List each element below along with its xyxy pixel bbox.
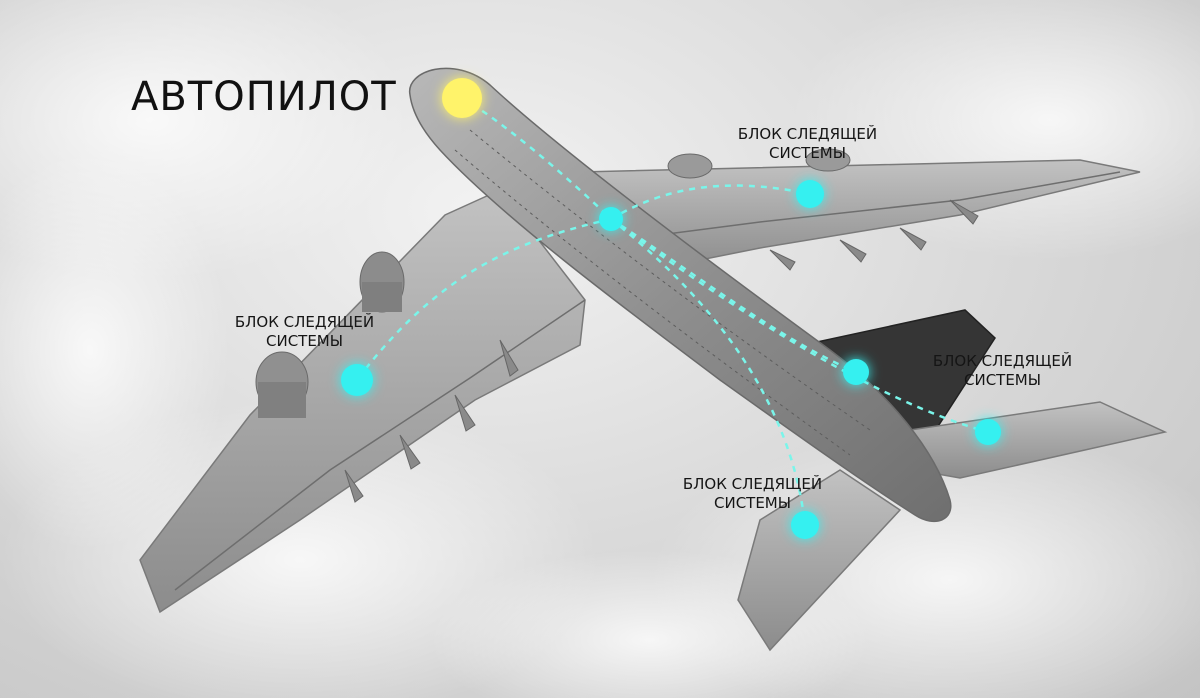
right-engines: [667, 148, 851, 179]
link-hub-tail: [610, 217, 857, 374]
servo-label-line1: БЛОК СЛЕДЯЩЕЙ: [737, 125, 878, 143]
hub-node: [599, 207, 623, 231]
left-wing: [139, 189, 586, 614]
servo-label-line2: СИСТЕМЫ: [714, 493, 791, 512]
servo-node-stabilizer: [975, 419, 1001, 445]
servo-label-line2: СИСТЕМЫ: [964, 370, 1041, 389]
left-stabilizer: [737, 469, 902, 652]
servo-label-line1: БЛОК СЛЕДЯЩЕЙ: [932, 352, 1073, 370]
servo-label-line1: БЛОК СЛЕДЯЩЕЙ: [682, 475, 823, 493]
servo-node-lower-stabilizer: [791, 511, 819, 539]
autopilot-node: [442, 78, 482, 118]
servo-label-line1: БЛОК СЛЕДЯЩЕЙ: [234, 313, 375, 331]
link-hub-right-wing: [610, 184, 811, 221]
servo-label-stabilizer: БЛОК СЛЕДЯЩЕЙ СИСТЕМЫ: [670, 475, 835, 513]
link-hub-lower-stabilizer: [610, 218, 807, 526]
servo-label-tail: БЛОК СЛЕДЯЩЕЙ СИСТЕМЫ: [920, 352, 1085, 390]
autopilot-label: АВТОПИЛОТ: [131, 74, 397, 120]
servo-label-right-wing: БЛОК СЛЕДЯЩЕЙ СИСТЕМЫ: [725, 125, 890, 163]
aircraft: [139, 67, 1168, 652]
nodes: [341, 78, 1001, 539]
servo-node-left-wing: [341, 364, 373, 396]
left-engines: [255, 251, 405, 418]
servo-label-line2: СИСТЕМЫ: [769, 143, 846, 162]
link-hub-left-wing: [356, 217, 612, 381]
servo-label-line2: СИСТЕМЫ: [266, 331, 343, 350]
flap-fairings: [344, 199, 979, 503]
servo-node-tail: [843, 359, 869, 385]
servo-node-right-wing: [796, 180, 824, 208]
servo-label-left-wing: БЛОК СЛЕДЯЩЕЙ СИСТЕМЫ: [222, 313, 387, 351]
